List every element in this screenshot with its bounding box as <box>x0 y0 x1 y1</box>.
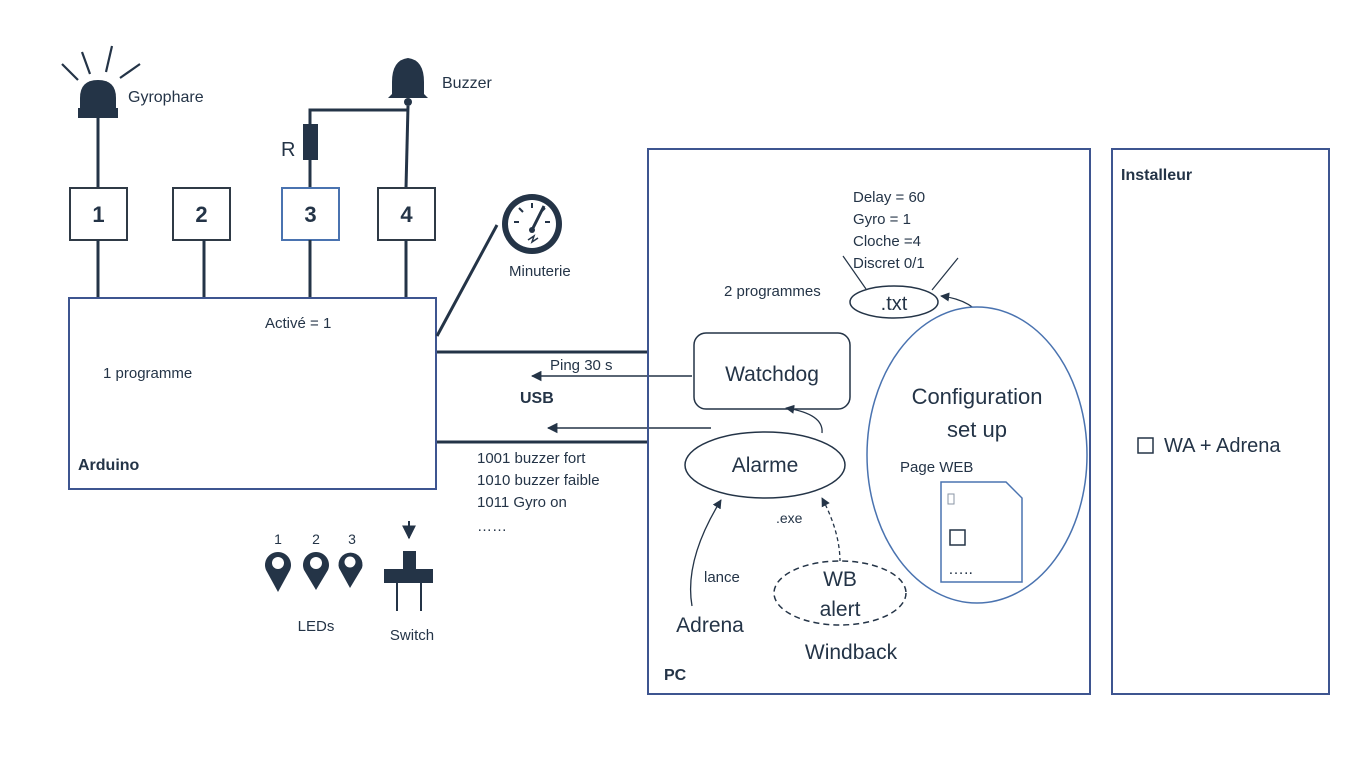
config-values: Delay = 60 Gyro = 1 Cloche =4 Discret 0/… <box>842 189 959 291</box>
page-web-label: Page WEB <box>900 459 973 476</box>
installer-item-label: WA + Adrena <box>1164 435 1281 457</box>
txt-file: .txt <box>849 285 939 319</box>
bell-icon <box>388 58 428 106</box>
setup-label: set up <box>947 417 1007 442</box>
led-pin-icon <box>265 552 363 592</box>
alarme-ellipse: Alarme <box>684 431 846 499</box>
page-dots-label: ….. <box>948 561 973 578</box>
configuration-label: Configuration <box>912 384 1043 409</box>
code-line-1: 1001 buzzer fort <box>477 450 586 467</box>
config-value-4: Discret 0/1 <box>853 255 925 272</box>
buzzer-label: Buzzer <box>442 75 492 92</box>
pin-label-4: 4 <box>400 202 413 227</box>
led-number-1: 1 <box>274 531 282 547</box>
code-line-2: 1010 buzzer faible <box>477 472 600 489</box>
lance-label: lance <box>704 569 740 586</box>
arduino-active-label: Activé = 1 <box>265 315 331 332</box>
pin-label-2: 2 <box>195 202 207 227</box>
usb-link: Ping 30 s USB 1001 buzzer fort 1010 buzz… <box>437 350 711 535</box>
programs-label: 2 programmes <box>724 283 821 300</box>
code-line-4: …… <box>477 518 507 535</box>
usb-label: USB <box>520 390 554 407</box>
led-number-3: 3 <box>348 531 356 547</box>
gyrophare-beacon: Gyrophare <box>61 45 204 188</box>
watchdog-box: Watchdog <box>693 332 851 410</box>
windback-label: Windback <box>805 641 898 664</box>
txt-label: .txt <box>881 293 908 315</box>
resistor-label: R <box>281 139 295 161</box>
ping-label: Ping 30 s <box>550 357 613 374</box>
resistor: R <box>281 124 318 188</box>
switch-label: Switch <box>390 627 434 644</box>
leds: 1 2 3 LEDs <box>265 531 363 635</box>
config-value-2: Gyro = 1 <box>853 211 911 228</box>
pin-box-1: 1 <box>69 187 128 241</box>
adrena-label: Adrena <box>676 614 744 637</box>
led-number-2: 2 <box>312 531 320 547</box>
installer-title: Installeur <box>1121 167 1192 184</box>
pc-box: PC <box>647 148 1091 695</box>
code-line-3: 1011 Gyro on <box>477 494 567 511</box>
pin-label-1: 1 <box>92 202 104 227</box>
installer-box: Installeur WA + Adrena <box>1111 148 1330 695</box>
gauge-icon <box>502 194 562 254</box>
push-switch-icon <box>384 521 433 611</box>
alert-label: alert <box>820 598 861 621</box>
beacon-icon <box>61 45 141 118</box>
buzzer: Buzzer <box>308 58 492 189</box>
minuterie-label: Minuterie <box>509 263 571 280</box>
document-icon <box>940 481 1023 583</box>
installer-checkbox[interactable] <box>1137 437 1154 454</box>
switch: Switch <box>384 521 434 644</box>
alarme-label: Alarme <box>732 454 799 477</box>
minuterie: Minuterie <box>435 194 571 337</box>
configuration-ellipse: Configuration set up Page WEB ….. <box>866 306 1088 604</box>
exe-label: .exe <box>776 510 803 526</box>
pin-wires <box>96 240 408 298</box>
leds-label: LEDs <box>298 618 335 635</box>
config-value-3: Cloche =4 <box>853 233 921 250</box>
gyrophare-label: Gyrophare <box>128 89 204 106</box>
pin-label-3: 3 <box>304 202 316 227</box>
config-value-1: Delay = 60 <box>853 189 925 206</box>
arduino-program-label: 1 programme <box>103 365 192 382</box>
pc-title: PC <box>664 667 687 684</box>
wb-alert-ellipse: WB alert <box>773 560 907 626</box>
watchdog-label: Watchdog <box>725 363 819 386</box>
wb-label: WB <box>823 568 857 591</box>
arduino-title: Arduino <box>78 457 140 474</box>
pin-box-3: 3 <box>281 187 340 241</box>
pin-box-2: 2 <box>172 187 231 241</box>
arduino-box: Activé = 1 1 programme Arduino <box>68 297 437 490</box>
pin-box-4: 4 <box>377 187 436 241</box>
